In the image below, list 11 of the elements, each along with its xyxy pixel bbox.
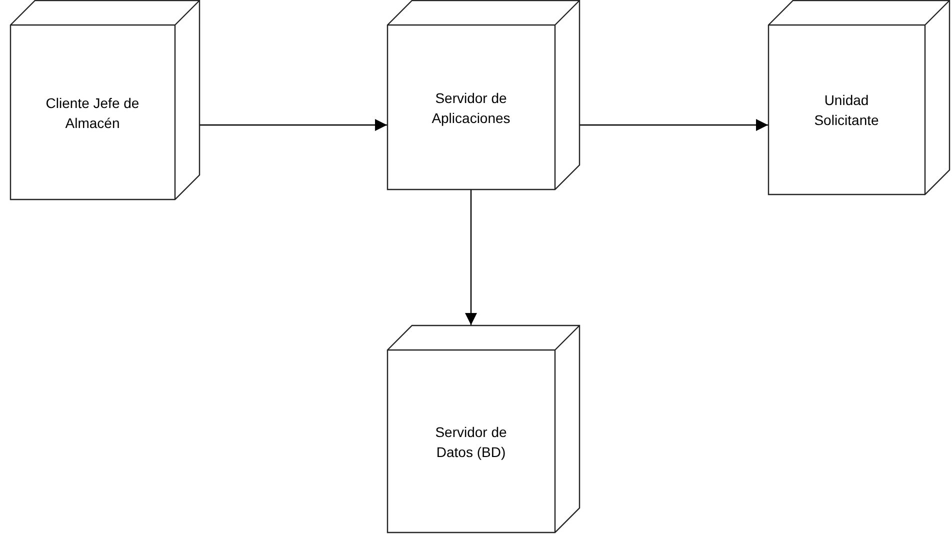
deployment-node (768, 0, 950, 195)
node-label: Cliente Jefe de Almacén (44, 94, 140, 132)
deployment-node (387, 325, 580, 533)
arrow (200, 119, 387, 131)
arrow (465, 190, 477, 325)
deployment-node (387, 0, 580, 190)
node-label: Servidor de Aplicaciones (430, 88, 512, 128)
deployment-node (10, 0, 200, 200)
node-label: Servidor de Datos (BD) (434, 422, 508, 462)
node-label: Unidad Solicitante (813, 91, 880, 130)
arrow (580, 119, 768, 131)
